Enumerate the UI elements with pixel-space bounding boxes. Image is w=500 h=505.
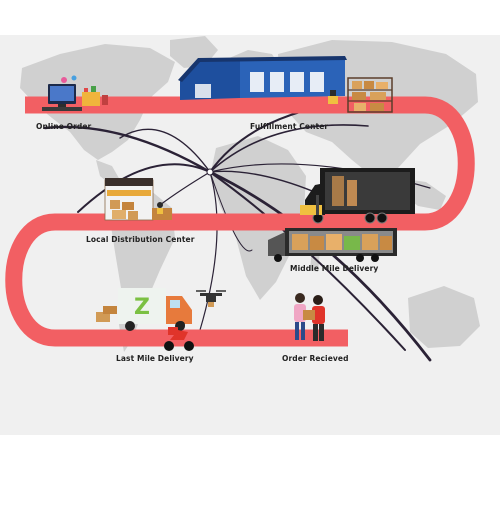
route-line bbox=[199, 171, 218, 331]
australia bbox=[408, 286, 480, 348]
order-received-icon bbox=[294, 293, 325, 341]
label-fulfillment-center: Fulfillment Center bbox=[250, 122, 329, 131]
route-line bbox=[119, 128, 211, 173]
van-logo: Z bbox=[134, 295, 150, 320]
label-last-mile-delivery: Last Mile Delivery bbox=[116, 354, 194, 363]
label-online-order: Online Order bbox=[36, 122, 92, 131]
delivery-road bbox=[5, 96, 475, 347]
drone-icon bbox=[196, 290, 226, 307]
route-line bbox=[159, 171, 211, 206]
route-line bbox=[209, 124, 369, 173]
scooter-icon bbox=[164, 321, 194, 351]
label-middle-mile-delivery: Middle Mile Delivery bbox=[290, 264, 379, 273]
label-local-distribution-center: Local Distribution Center bbox=[86, 235, 195, 244]
route-line bbox=[209, 171, 253, 252]
local-distribution-center-icon bbox=[104, 178, 172, 221]
fulfillment-center-icon bbox=[178, 56, 393, 113]
semi-truck-icon bbox=[300, 168, 415, 224]
label-order-received: Order Recieved bbox=[282, 354, 349, 363]
hub-node bbox=[206, 168, 214, 176]
online-order-icon bbox=[42, 75, 108, 111]
middle-mile-truck-icon bbox=[268, 228, 397, 262]
route-line bbox=[43, 125, 212, 174]
route-line bbox=[77, 163, 211, 213]
delivery-van-icon: Z bbox=[96, 288, 192, 331]
route-line bbox=[209, 111, 301, 173]
